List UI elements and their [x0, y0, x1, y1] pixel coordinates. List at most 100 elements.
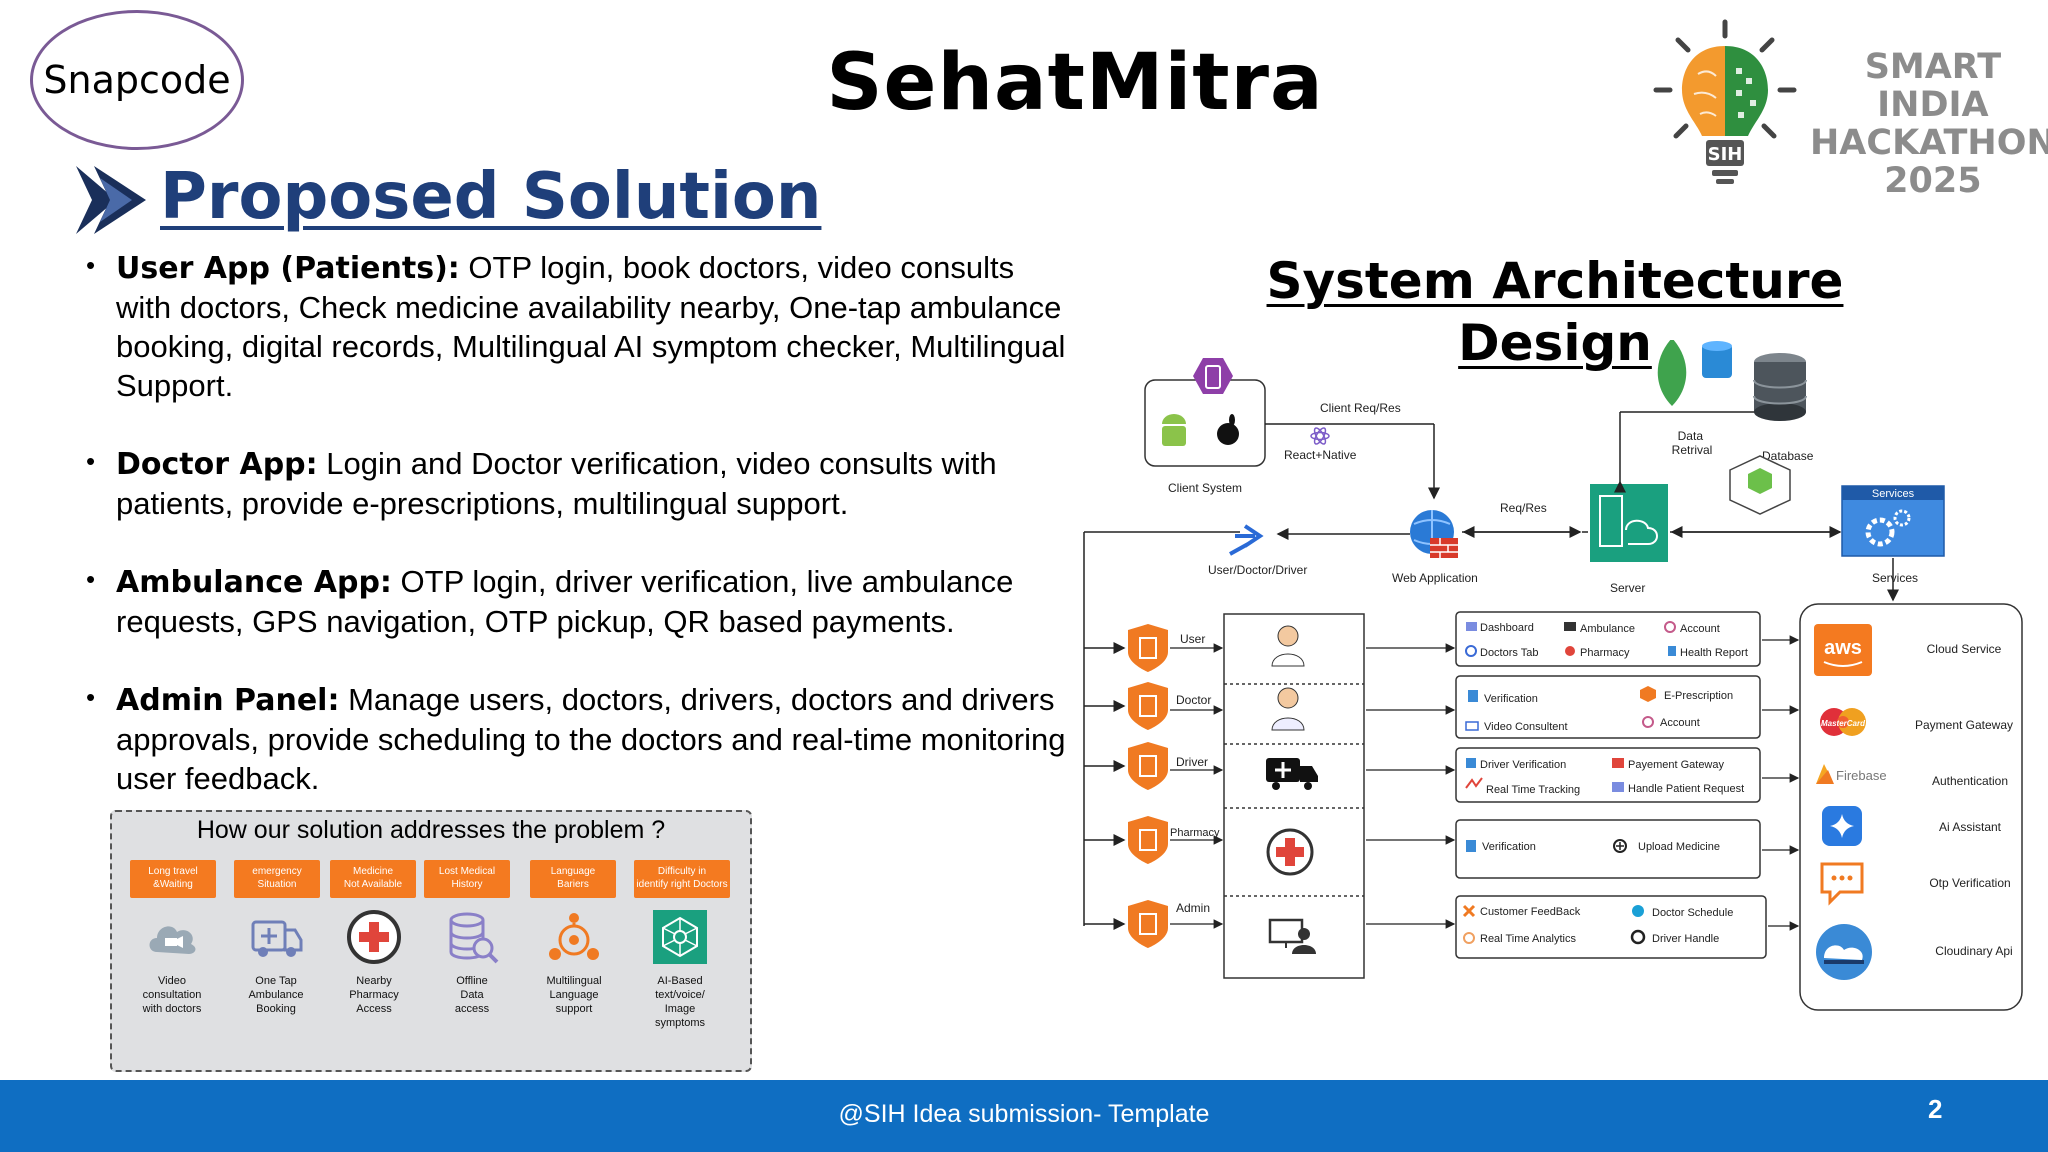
feature-label: Upload Medicine: [1638, 841, 1720, 853]
firebase-logo-text: Firebase: [1836, 768, 1887, 783]
bullet-text: Manage users, doctors, drivers, doctors …: [116, 682, 1066, 796]
solution-label-line: Data: [460, 989, 484, 1001]
solution-label-line: Booking: [256, 1003, 296, 1015]
pharmacy-mini-icon: [1565, 646, 1575, 656]
role-label: Doctor: [1176, 693, 1211, 707]
bullet-text: Login and Doctor verification, video con…: [116, 446, 997, 521]
problem-tag-line: Situation: [257, 879, 297, 890]
solution-label-line: support: [555, 1003, 593, 1015]
architecture-diagram: Client System Client Req/Res React+Nativ…: [1083, 340, 2023, 1011]
feature-label: Video Consultent: [1484, 721, 1568, 733]
role-label: Driver: [1176, 755, 1208, 769]
feature-label: Verification: [1482, 841, 1536, 853]
sih-logo-text: SMART INDIA HACKATHON 2025: [1810, 48, 2048, 200]
analytics-icon: [1463, 932, 1475, 944]
ai-assistant-icon: [1822, 806, 1862, 846]
feature-label: Handle Patient Request: [1628, 783, 1744, 795]
feature-label: Pharmacy: [1580, 647, 1630, 659]
health-report-icon: [1668, 646, 1676, 656]
verification-icon: [1466, 840, 1476, 852]
team-name-badge: Snapcode: [30, 10, 244, 150]
ai-chip-icon: [653, 910, 707, 964]
role-shields: [1128, 624, 1168, 948]
shield-icon: [1128, 816, 1168, 864]
req-res-label: Req/Res: [1500, 501, 1547, 515]
feature-label: Ambulance: [1580, 623, 1635, 635]
service-label: Cloud Service: [1927, 642, 2002, 656]
feedback-icon: [1462, 904, 1476, 918]
driver-handle-icon: [1630, 929, 1646, 945]
feature-label: Customer FeedBack: [1480, 906, 1581, 918]
problem-solution-panel: How our solution addresses the problem ?…: [110, 810, 752, 1072]
feature-label: E-Prescription: [1664, 690, 1733, 702]
udd-label: User/Doctor/Driver: [1208, 563, 1307, 577]
shield-icon: [1128, 624, 1168, 672]
role-label: User: [1180, 632, 1205, 646]
ambulance-icon: [1266, 758, 1318, 790]
pharmacy-cross-icon: [347, 910, 401, 964]
solution-label-line: with doctors: [142, 1003, 202, 1015]
client-system-label: Client System: [1168, 481, 1242, 495]
doctor-avatar-icon: [1271, 687, 1305, 731]
feature-box-doctor: Verification E-Prescription Video Consul…: [1455, 675, 1761, 739]
feature-label: Doctor Schedule: [1652, 907, 1733, 919]
payment-icon: [1612, 758, 1624, 768]
database-icon: [1753, 353, 1807, 421]
problem-panel-title: How our solution addresses the problem ?: [196, 816, 666, 844]
solution-label-line: access: [454, 1003, 490, 1015]
solution-label-line: symptoms: [654, 1017, 706, 1029]
solution-label-line: Language: [549, 989, 599, 1001]
pharmacy-cross-icon: [1266, 828, 1314, 876]
solution-label-line: Ambulance: [248, 989, 304, 1001]
feature-label: Doctors Tab: [1480, 647, 1539, 659]
cloudinary-icon: [1816, 924, 1872, 980]
problem-tag-line: Difficulty in: [657, 866, 707, 877]
ambulance-mini-icon: [1564, 622, 1576, 631]
solution-label-line: Access: [356, 1003, 392, 1015]
database-label: Database: [1762, 449, 1814, 463]
footer-text: @SIH Idea submission- Template: [838, 1100, 1210, 1128]
mastercard-logo-text: MasterCard: [1821, 719, 1866, 728]
problem-tag-line: History: [451, 879, 483, 890]
service-label: Payment Gateway: [1915, 718, 2013, 732]
client-req-label: Client Req/Res: [1320, 401, 1401, 415]
problem-tag-line: emergency: [252, 866, 302, 877]
web-app-label: Web Application: [1392, 571, 1478, 585]
language-network-icon: [549, 913, 599, 960]
mongodb-leaf-icon: [1657, 340, 1687, 406]
problem-tag-line: Language: [550, 866, 596, 877]
solution-label-line: Pharmacy: [349, 989, 399, 1001]
verification-icon: [1468, 690, 1478, 702]
service-label: Authentication: [1932, 774, 2008, 788]
services-label: Services: [1872, 571, 1918, 585]
role-icon-column: [1223, 613, 1365, 979]
patient-request-icon: [1612, 782, 1624, 792]
problem-tag-line: Long travel: [148, 866, 198, 877]
otp-chat-icon: [1820, 862, 1864, 906]
services-node: Services Services: [1841, 485, 1945, 585]
shield-icon: [1128, 682, 1168, 730]
mastercard-logo: [1820, 708, 1866, 736]
sih-logo-line: HACKATHON: [1810, 123, 2048, 163]
double-chevron-icon: [76, 166, 146, 234]
feature-label: Health Report: [1680, 647, 1748, 659]
feature-label: Real Time Tracking: [1486, 784, 1580, 796]
services-panel: aws Cloud Service MasterCard Payment Gat…: [1799, 603, 2023, 1011]
feature-label: Real Time Analytics: [1480, 933, 1576, 945]
page-title: SehatMitra: [826, 38, 1324, 128]
cloud-video-icon: [149, 926, 196, 954]
feature-label: Driver Handle: [1652, 933, 1719, 945]
admin-computer-icon: [1268, 918, 1316, 954]
solution-label-line: Multilingual: [546, 975, 602, 987]
